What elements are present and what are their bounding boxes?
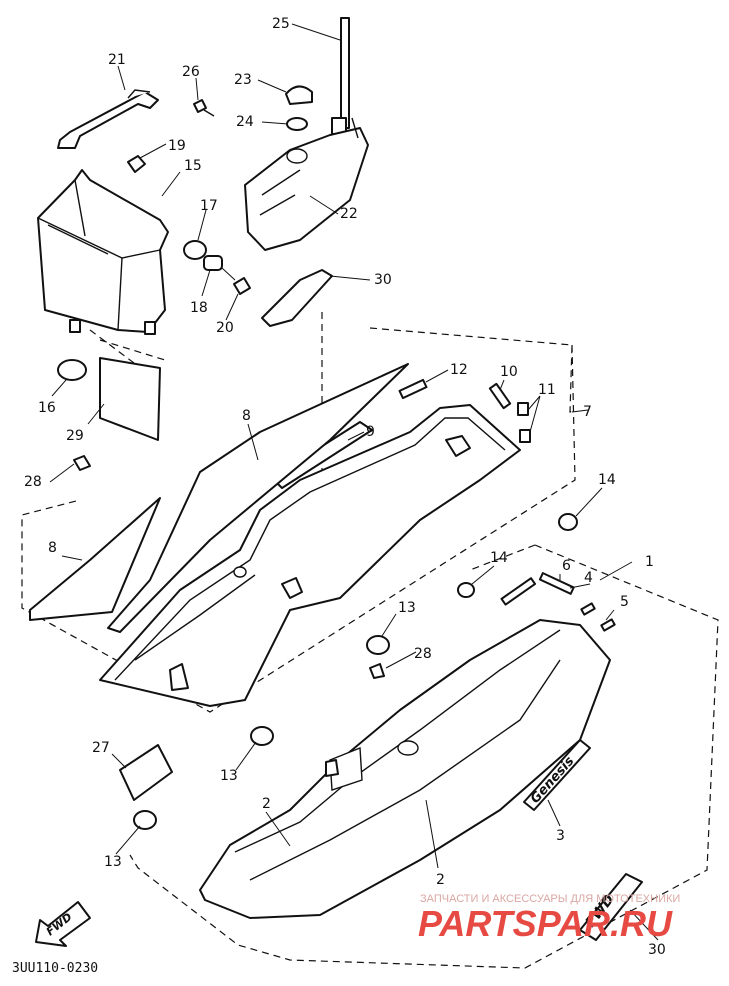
screw-28-a	[73, 455, 91, 471]
fwd-arrow: FWD	[35, 901, 91, 947]
strip-4	[538, 572, 575, 595]
strap-21	[57, 89, 159, 149]
screw-28-b	[369, 663, 385, 679]
spacer-18	[203, 255, 223, 271]
callout-28a: 28	[24, 474, 42, 490]
grommet-13-a	[366, 635, 390, 655]
callout-9: 9	[366, 424, 375, 440]
strip-6	[500, 577, 537, 606]
callout-22: 22	[340, 206, 358, 222]
clip-5a	[580, 602, 596, 616]
callout-23: 23	[234, 72, 252, 88]
callout-12: 12	[450, 362, 468, 378]
grommet-14-b	[457, 582, 475, 598]
callout-30b: 30	[648, 942, 666, 958]
screw-26	[193, 99, 215, 117]
bolt-20	[233, 277, 251, 295]
callout-13a: 13	[398, 600, 416, 616]
callout-2a: 2	[262, 796, 271, 812]
callouts: 1 2 2 3 4 5 6 7 8 8 9 10 11 12 13 13 13 …	[24, 16, 666, 958]
grommet-13-b	[250, 726, 274, 746]
callout-26: 26	[182, 64, 200, 80]
clip-5b	[600, 618, 616, 632]
rod-25	[331, 17, 350, 135]
callout-10: 10	[500, 364, 518, 380]
plate-29	[99, 357, 161, 441]
leader-lines	[49, 23, 659, 941]
battery-box	[37, 169, 169, 335]
callout-13c: 13	[104, 854, 122, 870]
callout-25: 25	[272, 16, 290, 32]
callout-8a: 8	[242, 408, 251, 424]
grommet-13-c	[133, 810, 157, 830]
watermark-logo: PARTSPAR.RU	[418, 903, 673, 944]
seat-frame-7	[99, 404, 521, 707]
callout-18: 18	[190, 300, 208, 316]
callout-1: 1	[645, 554, 654, 570]
callout-20: 20	[216, 320, 234, 336]
callout-21: 21	[108, 52, 126, 68]
callout-16: 16	[38, 400, 56, 416]
callout-6: 6	[562, 558, 571, 574]
callout-27: 27	[92, 740, 110, 756]
callout-11: 11	[538, 382, 556, 398]
callout-2b: 2	[436, 872, 445, 888]
group-outline-1	[129, 544, 719, 969]
clip-19	[127, 155, 146, 173]
side-cover-2	[199, 619, 611, 919]
pad-27	[119, 744, 173, 801]
cap-23	[285, 85, 313, 105]
watermark-subtitle: ЗАПЧАСТИ И АКСЕССУАРЫ ДЛЯ МОТОТЕХНИКИ	[420, 893, 680, 905]
callout-29: 29	[66, 428, 84, 444]
side-panel-8-upper	[107, 363, 409, 633]
washer-24	[286, 117, 308, 131]
grommet-14-a	[558, 513, 578, 531]
watermark: ЗАПЧАСТИ И АКСЕССУАРЫ ДЛЯ МОТОТЕХНИКИ PA…	[418, 893, 680, 944]
callout-5: 5	[620, 594, 629, 610]
tank-22	[244, 117, 369, 251]
callout-24: 24	[236, 114, 254, 130]
callout-19: 19	[168, 138, 186, 154]
callout-4: 4	[584, 570, 593, 586]
damper-11a	[517, 402, 529, 416]
collar-17	[183, 240, 207, 260]
side-panel-8-left	[29, 497, 161, 621]
group-outline-7	[21, 327, 576, 713]
callout-8b: 8	[48, 540, 57, 556]
callout-3: 3	[556, 828, 565, 844]
damper-11b	[519, 429, 531, 443]
diagram-code: 3UU110-0230	[12, 961, 98, 976]
grommet-16	[57, 359, 87, 381]
callout-15: 15	[184, 158, 202, 174]
callout-28b: 28	[414, 646, 432, 662]
strip-12	[398, 378, 428, 400]
callout-14a: 14	[598, 472, 616, 488]
callout-14b: 14	[490, 550, 508, 566]
callout-13b: 13	[220, 768, 238, 784]
callout-17: 17	[200, 198, 218, 214]
callout-7: 7	[583, 404, 592, 420]
clip-10	[488, 382, 512, 410]
callout-30a: 30	[374, 272, 392, 288]
